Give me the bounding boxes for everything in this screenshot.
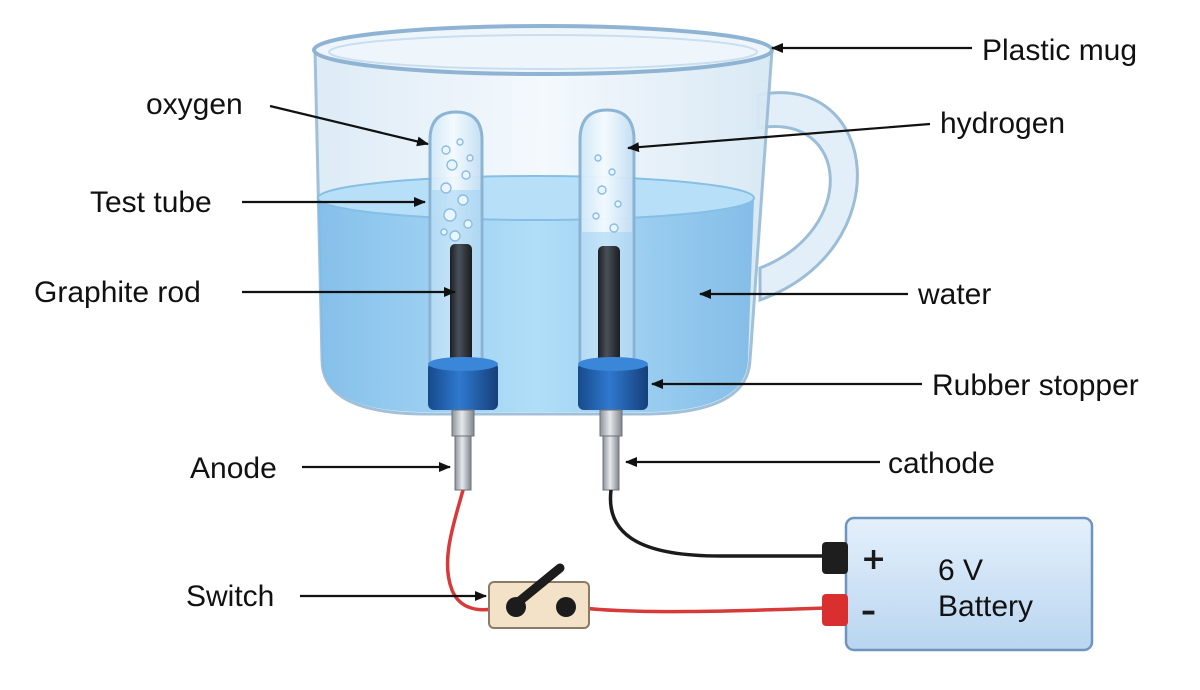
- graphite-rod-right: [598, 246, 620, 366]
- label-test-tube: Test tube: [90, 186, 212, 219]
- water-body: [318, 198, 754, 412]
- red-wire-switch-battery: [581, 606, 827, 614]
- switch[interactable]: [488, 563, 590, 629]
- label-hydrogen: hydrogen: [940, 107, 1065, 140]
- oxygen-bubbles: [440, 138, 474, 242]
- battery-plus-sign: +: [861, 542, 886, 577]
- battery-negative-terminal: [822, 594, 848, 626]
- anode-terminal: [451, 409, 475, 491]
- arrow-hydrogen: [627, 122, 931, 153]
- graphite-rod-left: [450, 244, 472, 366]
- label-switch: Switch: [186, 580, 274, 613]
- mug-rim: [312, 24, 774, 76]
- red-wire-anode-switch: [445, 489, 498, 612]
- cathode-terminal: [599, 409, 623, 491]
- rubber-stopper-right: [578, 357, 648, 410]
- label-water: water: [917, 278, 991, 311]
- label-rubber-stopper: Rubber stopper: [932, 369, 1139, 402]
- black-wire-cathode-battery: [608, 489, 826, 558]
- battery-minus-sign: –: [861, 594, 876, 629]
- rubber-stopper-left: [428, 357, 498, 410]
- battery-positive-terminal: [822, 542, 848, 574]
- water-surface: [317, 175, 755, 221]
- battery-voltage: 6 V: [938, 554, 983, 587]
- arrow-oxygen: [269, 104, 429, 147]
- battery-label: Battery: [938, 590, 1033, 623]
- label-graphite-rod: Graphite rod: [34, 276, 201, 309]
- label-cathode: cathode: [888, 447, 995, 480]
- label-anode: Anode: [190, 452, 277, 485]
- hydrogen-bubbles: [592, 154, 622, 233]
- mug-handle: [756, 91, 859, 303]
- label-oxygen: oxygen: [146, 88, 243, 121]
- label-plastic-mug: Plastic mug: [982, 34, 1137, 67]
- battery: + – 6 V Battery: [822, 516, 1094, 652]
